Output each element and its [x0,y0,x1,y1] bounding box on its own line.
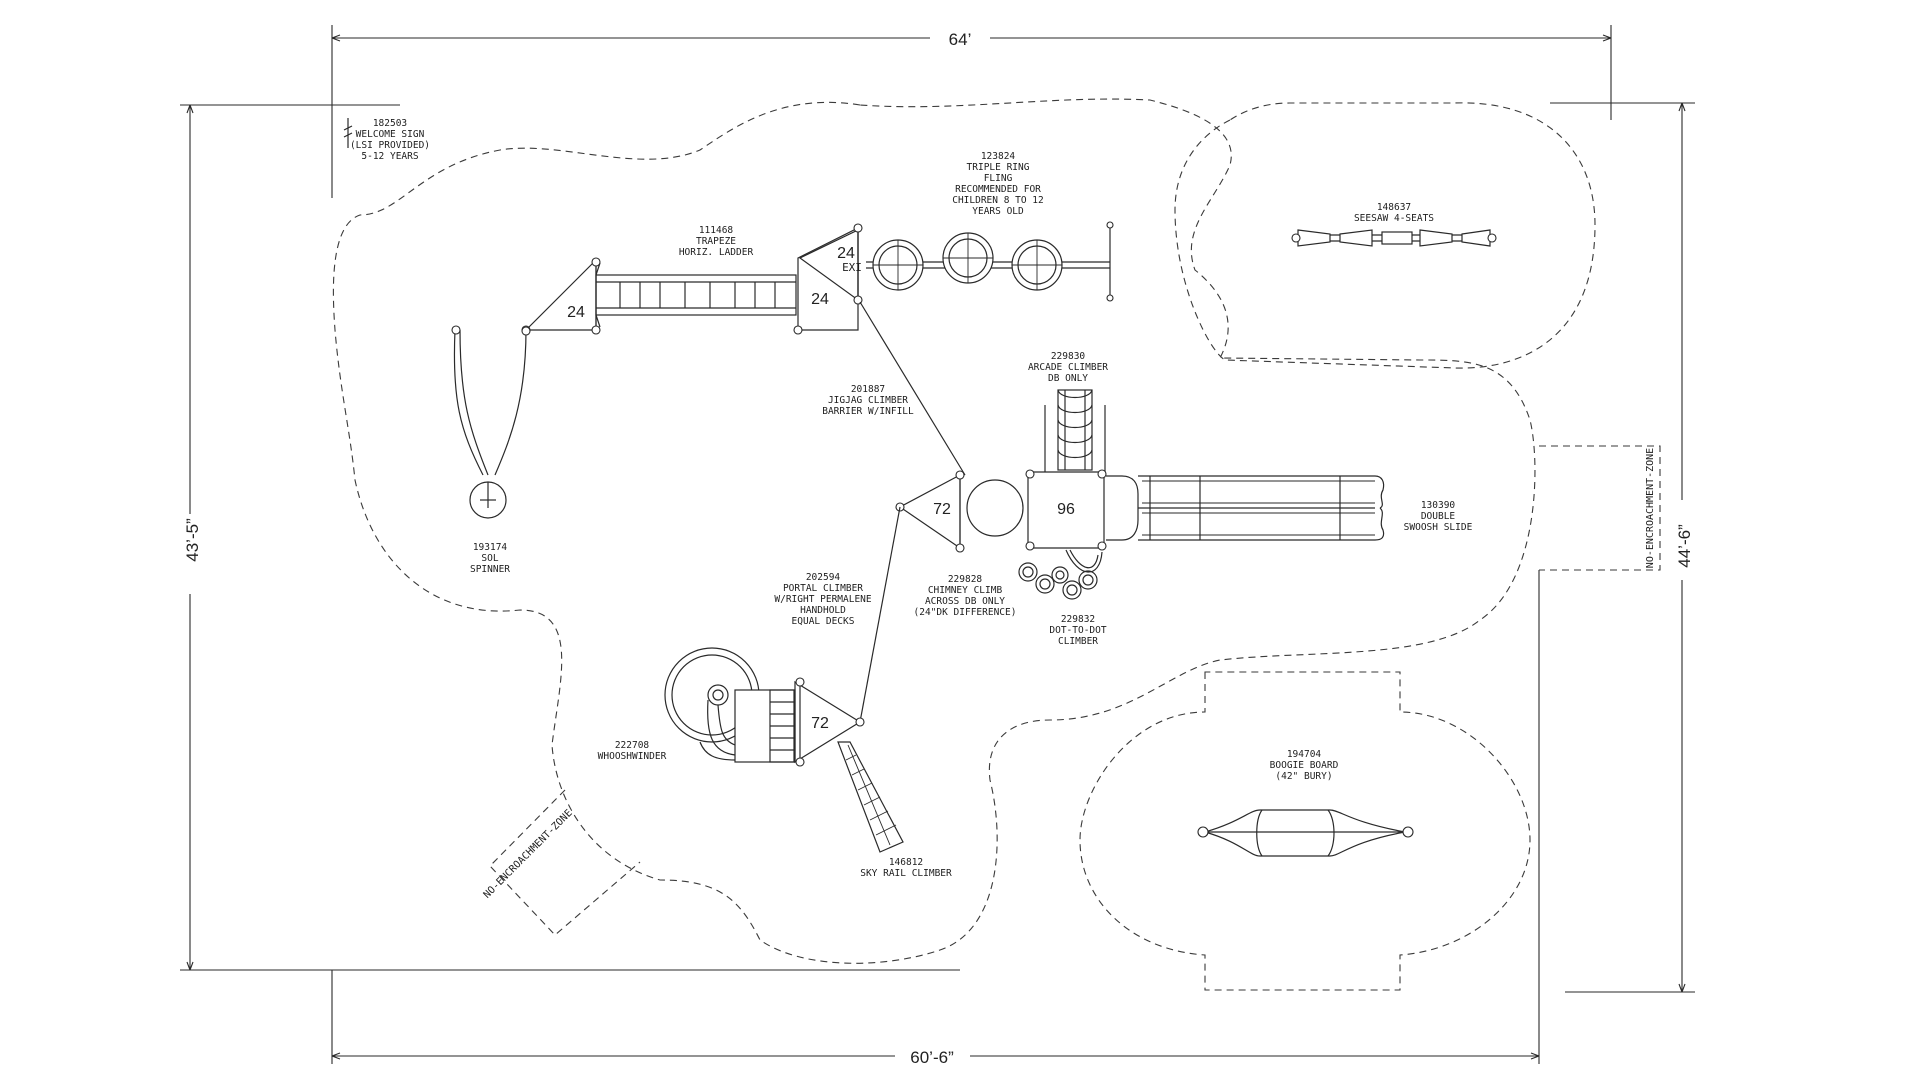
label-trapeze: 111468 TRAPEZE HORIZ. LADDER [679,225,754,258]
label-triple-ring-fling: 123824 TRIPLE RING FLING RECOMMENDED FOR… [952,151,1044,217]
no-encroachment-label-left: NO-ENCROACHMENT-ZONE [482,808,575,901]
svg-text:229828: 229828 [948,574,983,585]
main-use-zone-boundary [332,98,1536,964]
label-sol-spinner: 193174 SOL SPINNER [470,542,510,575]
svg-text:BARRIER W/INFILL: BARRIER W/INFILL [822,406,914,417]
center-deck-structure [895,469,1107,553]
svg-text:123824: 123824 [981,151,1016,162]
bottom-dimension-label: 60’-6” [910,1048,954,1067]
deck-72-bottom-label: 72 [811,715,829,732]
no-encroachment-zone-right [1539,445,1661,571]
seesaw-icon [1291,229,1497,247]
label-portal-climber: 202594 PORTAL CLIMBER W/RIGHT PERMALENE … [774,572,872,627]
svg-text:182503: 182503 [373,118,407,129]
svg-text:ACROSS DB ONLY: ACROSS DB ONLY [925,596,1005,607]
svg-text:SKY RAIL CLIMBER: SKY RAIL CLIMBER [860,868,952,879]
svg-text:(LSI PROVIDED): (LSI PROVIDED) [350,140,430,151]
sol-spinner-icon [451,325,531,519]
sky-rail-climber-icon [837,741,904,853]
svg-text:FLING: FLING [984,173,1013,184]
svg-text:(42" BURY): (42" BURY) [1275,771,1332,782]
svg-text:WELCOME SIGN: WELCOME SIGN [356,129,425,140]
svg-text:HORIZ. LADDER: HORIZ. LADDER [679,247,754,258]
svg-text:SOL: SOL [481,553,498,564]
svg-text:RECOMMENDED FOR: RECOMMENDED FOR [955,184,1041,195]
svg-text:JIGJAG CLIMBER: JIGJAG CLIMBER [828,395,908,406]
label-jigjag-climber: 201887 JIGJAG CLIMBER BARRIER W/INFILL [822,384,914,417]
svg-text:YEARS OLD: YEARS OLD [972,206,1024,217]
svg-text:PORTAL CLIMBER: PORTAL CLIMBER [783,583,863,594]
svg-text:BOOGIE BOARD: BOOGIE BOARD [1270,760,1339,771]
boogie-board-icon [1197,809,1414,857]
label-dot-to-dot-climber: 229832 DOT-TO-DOT CLIMBER [1049,614,1106,647]
label-chimney-climb: 229828 CHIMNEY CLIMB ACROSS DB ONLY (24"… [914,574,1017,618]
right-dimension-bg [1668,500,1698,580]
svg-text:130390: 130390 [1421,500,1456,511]
seesaw-use-zone [1174,102,1596,369]
label-seesaw: 148637 SEESAW 4-SEATS [1354,202,1434,224]
svg-text:SPINNER: SPINNER [470,564,510,575]
svg-text:229830: 229830 [1051,351,1086,362]
svg-text:TRIPLE RING: TRIPLE RING [967,162,1030,173]
svg-text:DOUBLE: DOUBLE [1421,511,1456,522]
portal-climber-icon [859,506,901,723]
svg-text:WHOOSHWINDER: WHOOSHWINDER [598,751,667,762]
svg-text:DB ONLY: DB ONLY [1048,373,1088,384]
svg-text:W/RIGHT PERMALENE: W/RIGHT PERMALENE [774,594,872,605]
trapeze-ladder-structure [521,223,863,336]
boogie-board-use-zone [1079,671,1531,991]
svg-text:CLIMBER: CLIMBER [1058,636,1098,647]
deck-24-exit-label: 24 [837,245,855,262]
no-encroachment-label-right: NO-ENCROACHMENT-ZONE [1645,448,1656,568]
svg-text:DOT-TO-DOT: DOT-TO-DOT [1049,625,1106,636]
bottom-dimension-bg [895,1044,970,1068]
svg-text:HANDHOLD: HANDHOLD [800,605,846,616]
double-swoosh-slide-icon [1106,475,1385,541]
svg-text:194704: 194704 [1287,749,1322,760]
svg-text:229832: 229832 [1061,614,1095,625]
label-double-swoosh-slide: 130390 DOUBLE SWOOSH SLIDE [1404,500,1473,533]
deck-96-label: 96 [1057,501,1075,518]
label-welcome-sign: 182503 WELCOME SIGN (LSI PROVIDED) 5-12 … [350,118,430,162]
label-arcade-climber: 229830 ARCADE CLIMBER DB ONLY [1028,351,1108,384]
svg-text:193174: 193174 [473,542,508,553]
label-sky-rail-climber: 146812 SKY RAIL CLIMBER [860,857,952,879]
svg-text:CHILDREN 8 TO 12: CHILDREN 8 TO 12 [952,195,1044,206]
svg-text:ARCADE CLIMBER: ARCADE CLIMBER [1028,362,1108,373]
deck-24-left-label: 24 [567,304,585,321]
svg-text:222708: 222708 [615,740,650,751]
dimension-lines [180,25,1695,1064]
svg-text:148637: 148637 [1377,202,1411,213]
no-encroachment-zone-left [489,789,641,936]
deck-72-center-label: 72 [933,501,951,518]
deck-24-top-label: 24 [811,291,829,308]
svg-text:EQUAL DECKS: EQUAL DECKS [792,616,855,627]
svg-text:202594: 202594 [806,572,841,583]
left-dimension-label: 43’-5” [183,518,202,562]
svg-text:111468: 111468 [699,225,734,236]
svg-text:SEESAW 4-SEATS: SEESAW 4-SEATS [1354,213,1434,224]
triple-ring-fling-icon [866,221,1114,302]
svg-text:(24"DK DIFFERENCE): (24"DK DIFFERENCE) [914,607,1017,618]
top-dimension-label: 64’ [949,30,972,49]
deck-24-exit-suffix: EXI [842,261,862,274]
svg-text:201887: 201887 [851,384,885,395]
label-boogie-board: 194704 BOOGIE BOARD (42" BURY) [1270,749,1339,782]
label-whooshwinder: 222708 WHOOSHWINDER [598,740,667,762]
top-dimension-bg [930,26,990,50]
svg-text:146812: 146812 [889,857,923,868]
dot-to-dot-climber-icon [1018,549,1103,600]
left-dimension-bg [176,514,206,594]
svg-text:CHIMNEY CLIMB: CHIMNEY CLIMB [928,585,1003,596]
right-dimension-label: 44’-6” [1675,524,1694,568]
jigjag-climber-icon [859,301,966,476]
svg-text:5-12 YEARS: 5-12 YEARS [361,151,418,162]
svg-text:SWOOSH SLIDE: SWOOSH SLIDE [1404,522,1473,533]
deck-72-bottom-structure [734,677,865,767]
svg-text:TRAPEZE: TRAPEZE [696,236,736,247]
arcade-climber-icon [1044,389,1106,472]
welcome-sign-icon [343,118,353,148]
